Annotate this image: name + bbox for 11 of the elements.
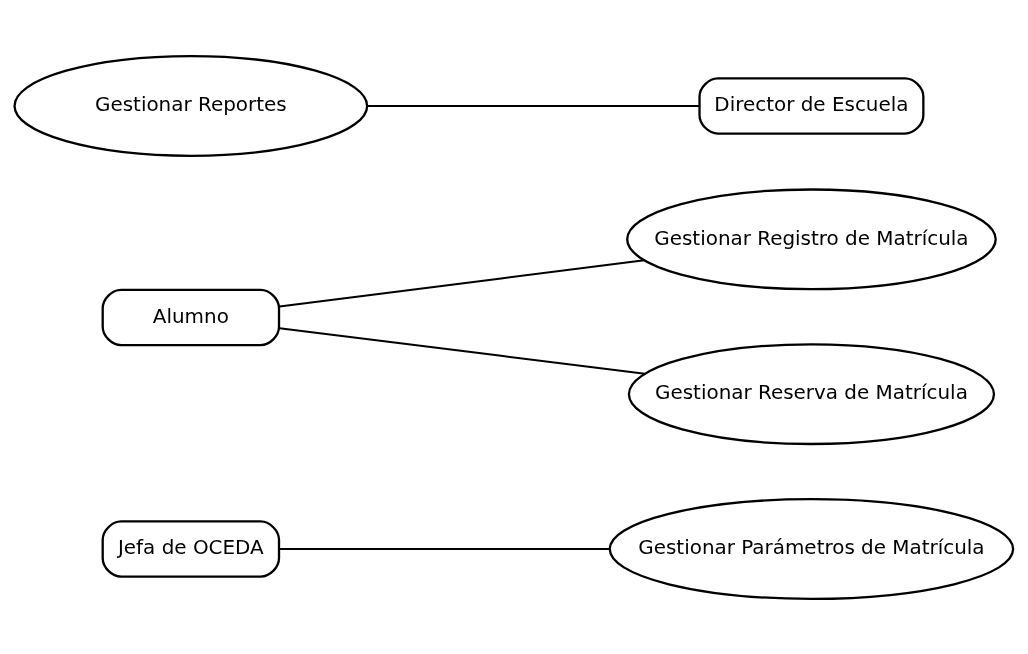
connector (366, 104, 701, 107)
connector (278, 258, 646, 307)
node-ellipse: Gestionar Reportes (13, 54, 369, 157)
connector (278, 547, 611, 550)
node-box: Alumno (101, 288, 281, 346)
connector (278, 326, 646, 375)
node-ellipse: Gestionar Reserva de Matrícula (627, 342, 996, 445)
node-ellipse: Gestionar Registro de Matrícula (626, 187, 997, 290)
node-box: Jefa de OCEDA (101, 519, 281, 578)
node-box: Director de Escuela (698, 76, 925, 135)
node-ellipse: Gestionar Parámetros de Matrícula (608, 497, 1015, 600)
